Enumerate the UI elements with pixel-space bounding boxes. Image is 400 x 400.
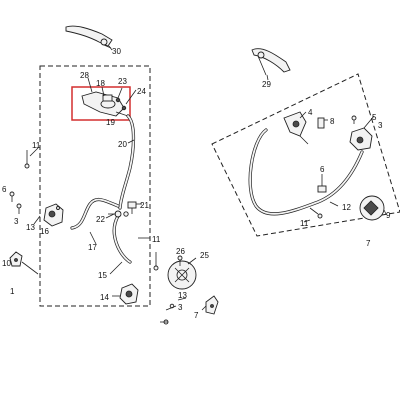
- part-6-bolt-right[interactable]: [317, 185, 327, 193]
- part-13-screw-bottom[interactable]: [165, 303, 177, 311]
- callout-6-left: 6: [2, 185, 7, 194]
- part-11-bolt-right[interactable]: [309, 207, 323, 219]
- right-assembly-frame: [211, 73, 400, 237]
- part-4-lever-assembly[interactable]: [283, 111, 309, 145]
- callout-8: 8: [330, 117, 335, 126]
- callout-17: 17: [88, 243, 97, 252]
- callout-12: 12: [342, 203, 351, 212]
- callout-21: 21: [140, 201, 149, 210]
- part-25-disc[interactable]: [167, 260, 197, 290]
- callout-1: 1: [10, 287, 15, 296]
- part-16-caliper[interactable]: [43, 203, 64, 227]
- callout-15: 15: [98, 271, 107, 280]
- callout-29: 29: [262, 80, 271, 89]
- callout-13-bottom: 13: [178, 291, 187, 300]
- callout-7-top: 7: [366, 239, 371, 248]
- callout-18: 18: [96, 79, 105, 88]
- callout-16: 16: [40, 227, 49, 236]
- junction-22[interactable]: [108, 210, 129, 218]
- callout-5: 5: [372, 113, 377, 122]
- part-3-screw-left[interactable]: [16, 203, 22, 214]
- part-9-disc[interactable]: [359, 195, 385, 221]
- part-8-bolt[interactable]: [317, 117, 325, 129]
- callout-13-left: 13: [26, 223, 35, 232]
- junction-21[interactable]: [127, 201, 137, 214]
- callout-3-left: 3: [14, 217, 19, 226]
- callout-22: 22: [96, 215, 105, 224]
- part-10-bracket-left[interactable]: [9, 251, 23, 267]
- callout-3-right: 3: [378, 121, 383, 130]
- part-3-screw-bottom[interactable]: [160, 319, 169, 325]
- part-30-lever[interactable]: [65, 25, 113, 49]
- part-6-screw-left[interactable]: [9, 191, 15, 202]
- callout-25: 25: [200, 251, 209, 260]
- callout-10: 10: [2, 259, 11, 268]
- part-11-bolt-middle[interactable]: [153, 252, 159, 271]
- callout-26: 26: [176, 247, 185, 256]
- callout-14: 14: [100, 293, 109, 302]
- callout-24: 24: [137, 87, 146, 96]
- callout-30: 30: [112, 47, 121, 56]
- callout-11-right: 11: [300, 219, 309, 228]
- leader-lines: [21, 45, 387, 311]
- master-cylinder-assembly[interactable]: [81, 91, 129, 117]
- part-11-bolt-left[interactable]: [24, 150, 30, 169]
- part-3-screw-right[interactable]: [351, 115, 357, 124]
- callout-7-bottom: 7: [194, 311, 199, 320]
- callout-23: 23: [118, 77, 127, 86]
- callout-11-left: 11: [32, 141, 41, 150]
- callout-19: 19: [106, 118, 115, 127]
- part-26-screw[interactable]: [177, 255, 183, 266]
- part-7-bracket-bottom[interactable]: [205, 295, 219, 315]
- callout-28: 28: [80, 71, 89, 80]
- callout-20: 20: [118, 140, 127, 149]
- highlight-box: [71, 86, 131, 121]
- callout-11-middle: 11: [152, 235, 161, 244]
- callout-9: 9: [386, 211, 391, 220]
- callout-3-bottom: 3: [178, 303, 183, 312]
- callout-6-right: 6: [320, 165, 325, 174]
- part-29-lever[interactable]: [251, 48, 291, 76]
- part-5-caliper[interactable]: [349, 127, 373, 151]
- callout-4: 4: [308, 108, 313, 117]
- part-14-caliper[interactable]: [119, 283, 139, 305]
- left-assembly-frame: [39, 65, 151, 307]
